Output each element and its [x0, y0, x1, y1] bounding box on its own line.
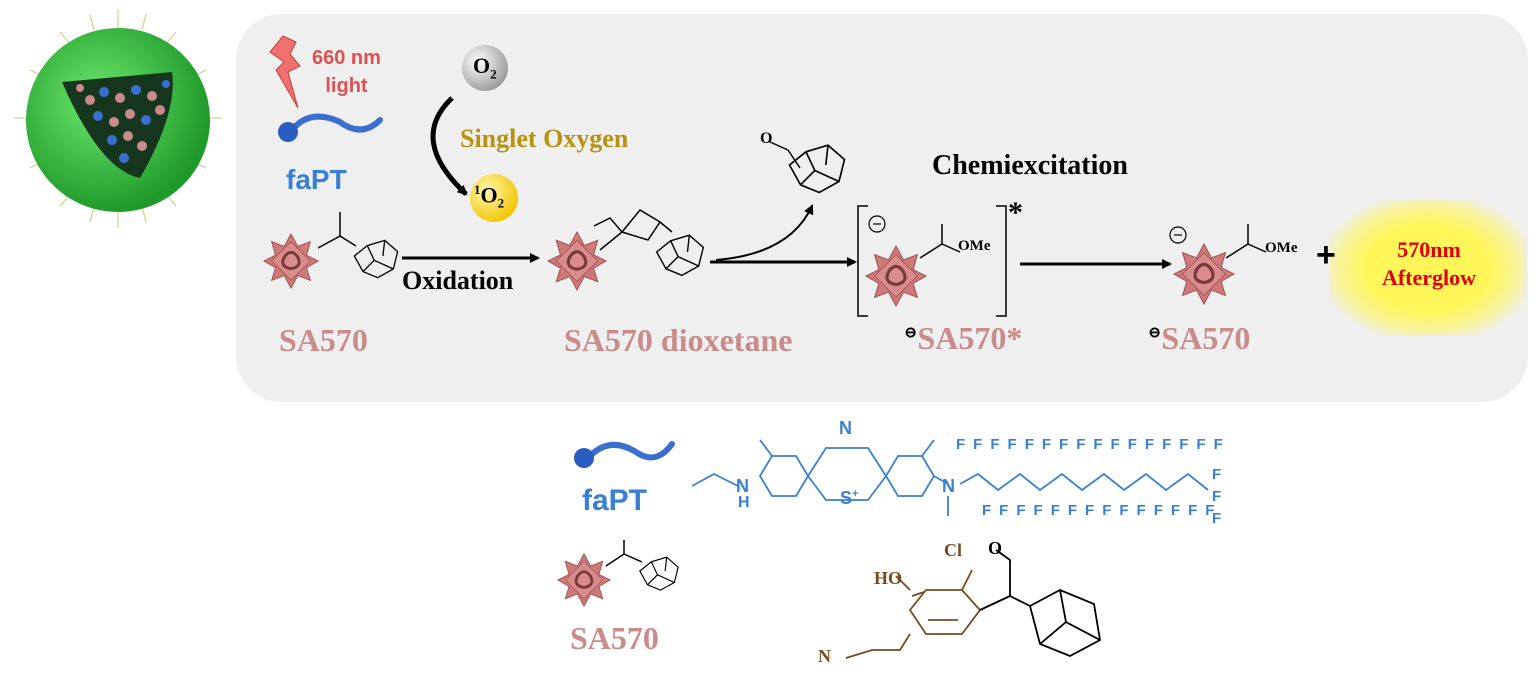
- excited-star: *: [1008, 196, 1023, 229]
- f-end-2: F: [1212, 488, 1222, 505]
- excited-minus: ⊖: [904, 324, 918, 342]
- excited-anion-structure: [857, 205, 1007, 317]
- fapt-label: faPT: [286, 164, 347, 195]
- f-top-15: F: [1196, 436, 1214, 453]
- afterglow-word: Afterglow: [1381, 265, 1477, 290]
- dioxetane-label: SA570 dioxetane: [564, 322, 793, 358]
- legend-n-methyl: N: [942, 476, 955, 496]
- singlet-o2-label: 1O2: [474, 182, 504, 212]
- dioxetane-structure: [546, 209, 705, 292]
- legend-fluorine-top: FFFFFFFFFFFFFFFF: [956, 436, 1231, 453]
- f-bot-7: F: [1085, 502, 1103, 519]
- f-bot-3: F: [1016, 502, 1034, 519]
- singlet-o2-base: O: [480, 182, 498, 208]
- singlet-oxygen-label: Singlet Oxygen: [460, 124, 629, 153]
- singlet-o2-sub: 2: [497, 195, 505, 211]
- f-top-4: F: [1007, 436, 1025, 453]
- f-bot-10: F: [1136, 502, 1154, 519]
- f-bot-12: F: [1170, 502, 1189, 519]
- ketone-o-atom: O: [760, 130, 773, 147]
- light-wavelength: 660 nm: [312, 47, 381, 69]
- anion-ome-label: OMe: [1265, 240, 1298, 256]
- f-bot-4: F: [1033, 502, 1051, 519]
- f-top-8: F: [1076, 436, 1094, 453]
- sa570-structure: [262, 212, 399, 290]
- f-top-16: F: [1213, 436, 1231, 453]
- legend-sa570-structure: [556, 540, 679, 608]
- f-top-2: F: [973, 436, 991, 453]
- legend-n-atom: N: [839, 418, 852, 438]
- f-top-3: F: [990, 436, 1008, 453]
- legend-h-atom: H: [738, 494, 750, 511]
- o2-sub: 2: [490, 66, 497, 82]
- singlet-oxygen-arrow: [430, 96, 468, 196]
- legend-s-plus: +: [852, 488, 859, 500]
- f-top-12: F: [1144, 436, 1163, 453]
- anion-structure: [1169, 224, 1267, 306]
- f-bot-14: F: [1205, 502, 1223, 519]
- o2-base: O: [473, 53, 491, 78]
- f-bot-1: F: [982, 502, 1000, 519]
- legend-s-atom: S+: [840, 488, 858, 509]
- f-bot-5: F: [1050, 502, 1068, 519]
- f-top-10: F: [1110, 436, 1128, 453]
- chemiexcitation-label: Chemiexcitation: [932, 150, 1128, 181]
- afterglow-wavelength: 570nm: [1397, 237, 1461, 262]
- o2-label: O2: [473, 53, 497, 82]
- f-top-5: F: [1024, 436, 1042, 453]
- excited-ome-label: OMe: [958, 238, 991, 254]
- excited-name: SA570*: [917, 320, 1023, 356]
- light-word: light: [325, 75, 368, 97]
- legend-fapt-icon: [574, 441, 675, 468]
- legend-nh-atom: N: [736, 476, 749, 496]
- f-bot-6: F: [1067, 502, 1086, 519]
- f-top-6: F: [1041, 436, 1060, 453]
- f-end-1: F: [1212, 466, 1222, 483]
- legend-sa570-label: SA570: [570, 620, 659, 656]
- singlet-o2-sup: 1: [474, 182, 481, 197]
- nanoparticle-icon: [14, 10, 222, 228]
- o2-sphere-icon: [462, 45, 508, 91]
- f-top-1: F: [956, 436, 974, 453]
- anion-name: SA570: [1161, 320, 1251, 356]
- f-top-7: F: [1059, 436, 1077, 453]
- excited-anion-label: ⊖SA570*: [904, 320, 1022, 357]
- oxidation-label: Oxidation: [402, 266, 514, 295]
- plus-sign: +: [1316, 236, 1336, 274]
- afterglow-glow: [1330, 200, 1526, 336]
- singlet-o2-sphere-icon: [470, 174, 518, 222]
- reaction-panel: [236, 14, 1528, 402]
- afterglow-label: 570nm Afterglow: [1364, 236, 1494, 292]
- f-bot-9: F: [1119, 502, 1137, 519]
- legend-fluorine-end: F F F: [1212, 464, 1221, 530]
- f-bot-13: F: [1188, 502, 1206, 519]
- legend-s: S: [840, 488, 853, 508]
- light-label: 660 nm light: [312, 44, 381, 100]
- f-top-13: F: [1162, 436, 1180, 453]
- anion-label: ⊖SA570: [1148, 320, 1250, 357]
- f-end-3: F: [1212, 510, 1222, 527]
- adamantanone-structure: [769, 141, 846, 194]
- f-top-14: F: [1179, 436, 1197, 453]
- fapt-chemical-structure: [691, 439, 1209, 516]
- adamantanone-arrow: [715, 204, 814, 261]
- lightning-icon: [269, 35, 301, 109]
- legend-ho-label: HO: [874, 568, 903, 588]
- f-bot-11: F: [1153, 502, 1171, 519]
- f-top-9: F: [1093, 436, 1111, 453]
- legend-o-label: O: [988, 538, 1003, 558]
- sa570-chemical-structure: [845, 549, 1101, 659]
- f-top-11: F: [1127, 436, 1145, 453]
- legend-cl-label: Cl: [944, 540, 962, 560]
- f-bot-8: F: [1102, 502, 1120, 519]
- sa570-label: SA570: [279, 322, 368, 358]
- legend-nitrile-label: N: [818, 646, 831, 666]
- fapt-polymer-icon: [278, 113, 383, 142]
- legend-fapt-label: faPT: [582, 484, 648, 517]
- f-bot-2: F: [999, 502, 1017, 519]
- legend-fluorine-bottom: FFFFFFFFFFFFFF: [982, 502, 1222, 519]
- anion-minus: ⊖: [1148, 324, 1162, 342]
